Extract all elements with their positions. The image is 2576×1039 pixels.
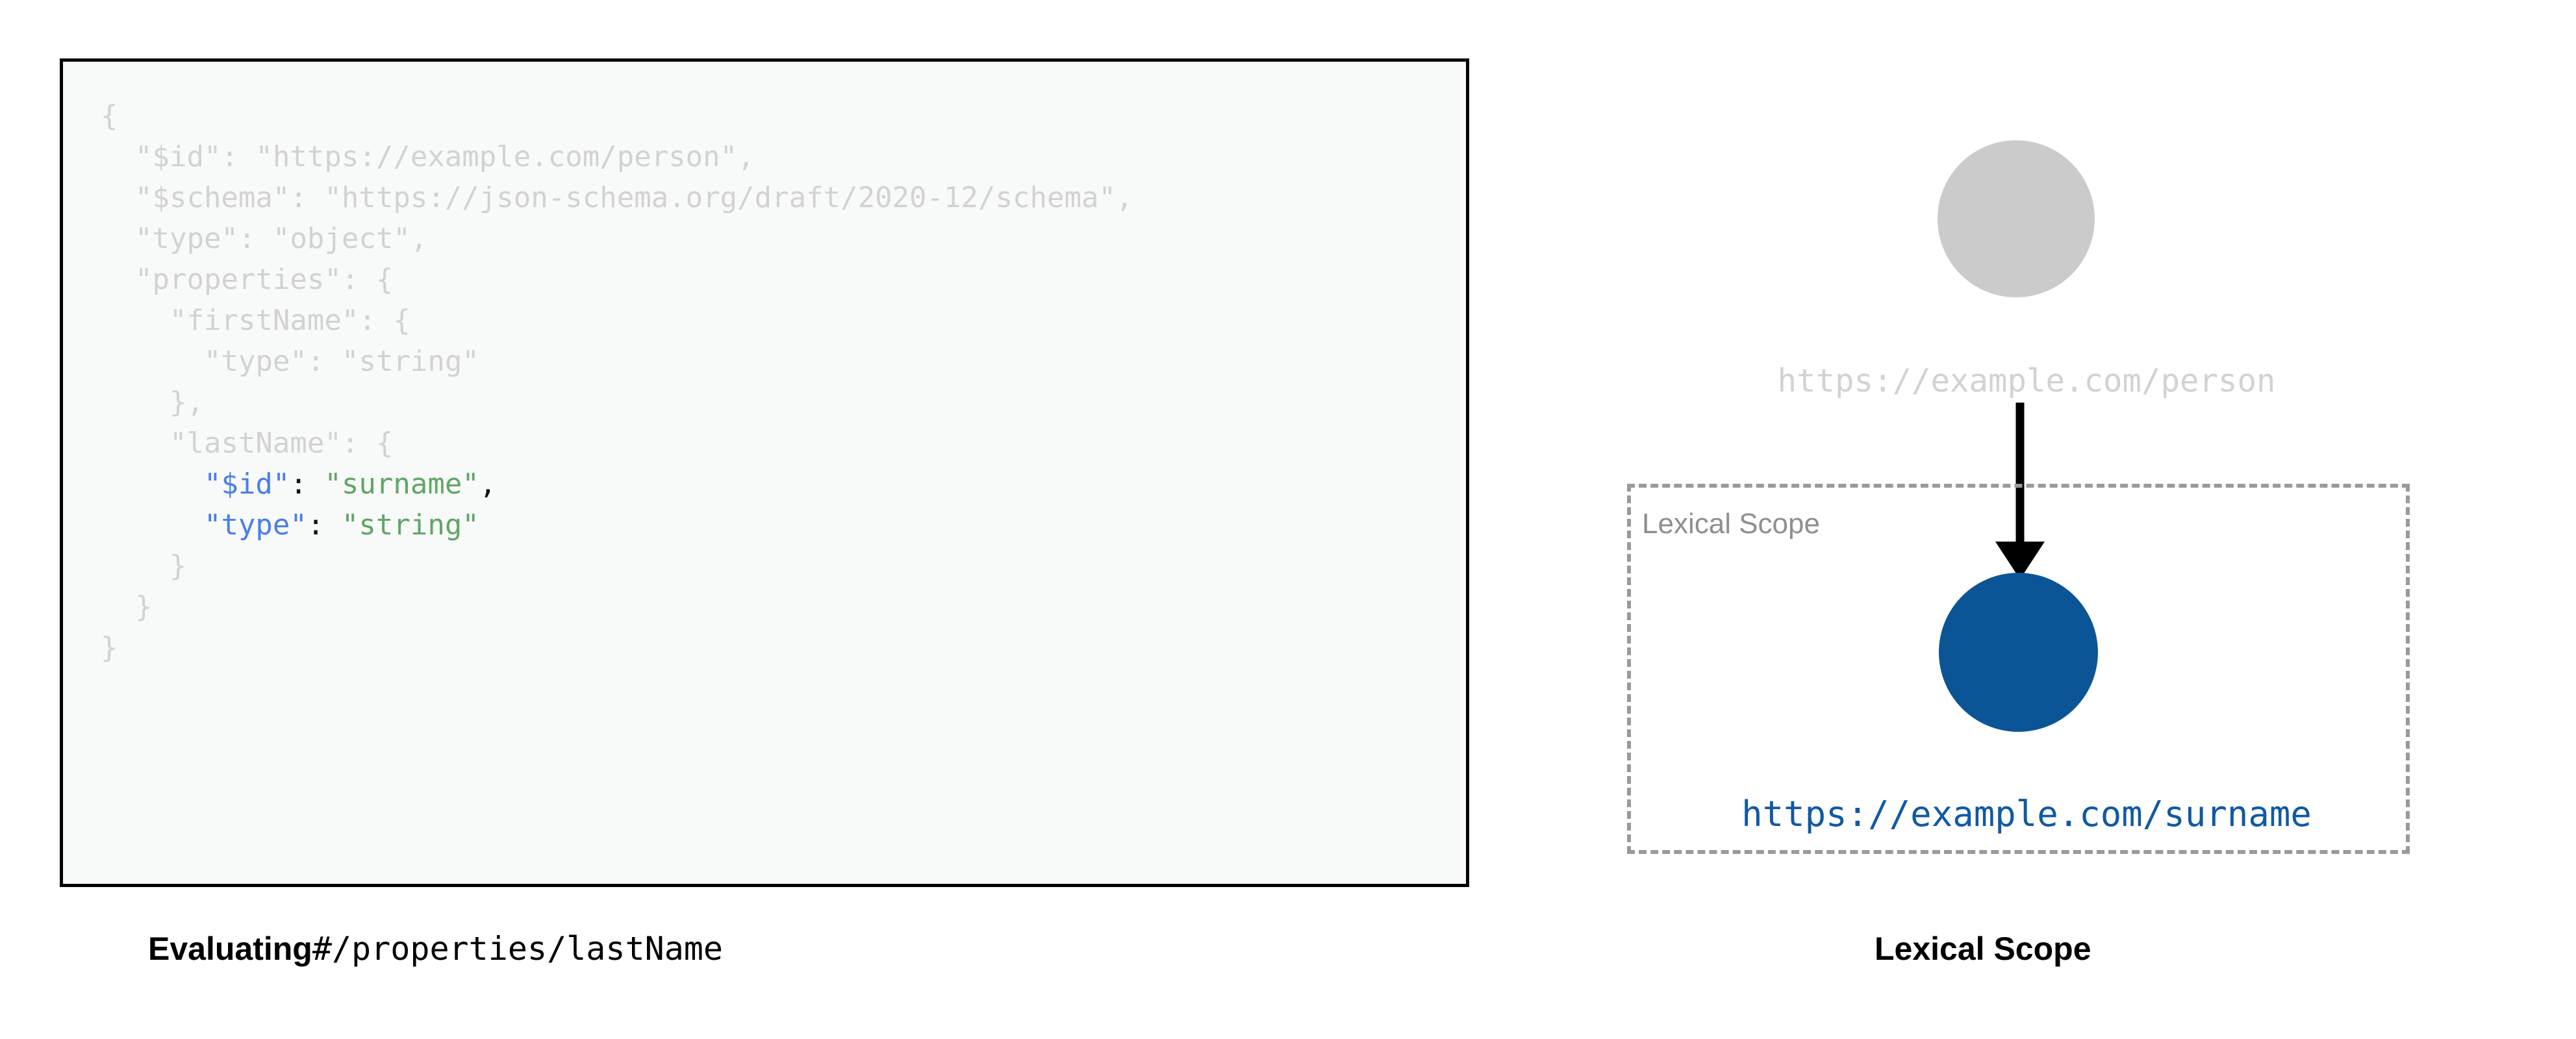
code-panel: { "$id": "https://example.com/person", "…: [60, 58, 1469, 887]
code-token: "$schema": "https://json-schema.org/draf…: [134, 181, 1133, 214]
code-token: "$id": [203, 468, 290, 501]
code-token: }: [169, 549, 187, 582]
code-token: "string": [324, 508, 479, 542]
code-line: },: [101, 382, 1133, 423]
lexical-scope-box: [1627, 484, 2410, 854]
code-line: }: [101, 586, 1133, 627]
code-token: "type": "string": [203, 345, 479, 378]
code-token: :: [290, 468, 307, 501]
code-line: "$schema": "https://json-schema.org/draf…: [101, 177, 1133, 218]
left-caption: Evaluating#/properties/lastName: [148, 930, 723, 968]
code-line: "lastName": {: [101, 423, 1133, 464]
scoped-node-label: https://example.com/surname: [1741, 794, 2312, 834]
code-token: "surname": [307, 468, 479, 501]
code-line: }: [101, 627, 1133, 668]
code-token: "$id": "https://example.com/person",: [134, 140, 755, 173]
downward-arrow-icon: [1995, 403, 2045, 579]
code-token: }: [101, 631, 118, 664]
left-caption-pointer: #/properties/lastName: [312, 930, 723, 968]
code-line: }: [101, 545, 1133, 586]
root-node-circle: [1938, 140, 2095, 297]
root-node-label: https://example.com/person: [1777, 362, 2276, 399]
code-token: {: [101, 99, 118, 132]
code-token: "lastName": {: [169, 427, 394, 460]
code-line: "type": "string": [101, 505, 1133, 545]
code-line: "$id": "surname",: [101, 464, 1133, 505]
code-line: "type": "object",: [101, 218, 1133, 259]
code-line: "firstName": {: [101, 300, 1133, 341]
code-listing: { "$id": "https://example.com/person", "…: [101, 95, 1133, 668]
lexical-scope-box-label: Lexical Scope: [1642, 508, 1820, 540]
code-token: },: [169, 386, 204, 419]
code-token: :: [307, 508, 325, 542]
code-token: "type": [203, 508, 307, 542]
code-token: }: [134, 590, 153, 623]
right-caption: Lexical Scope: [1875, 931, 2091, 967]
left-caption-bold: Evaluating: [148, 931, 312, 967]
scoped-node-circle: [1939, 573, 2098, 732]
code-token: ,: [479, 468, 497, 501]
code-line: "$id": "https://example.com/person",: [101, 136, 1133, 177]
code-token: "firstName": {: [169, 304, 410, 337]
code-token: "type": "object",: [134, 222, 428, 255]
code-line: "properties": {: [101, 259, 1133, 300]
lexical-scope-diagram: https://example.com/person Lexical Scope…: [1559, 39, 2494, 896]
code-line: "type": "string": [101, 341, 1133, 382]
code-token: "properties": {: [134, 263, 394, 296]
code-line: {: [101, 95, 1133, 136]
